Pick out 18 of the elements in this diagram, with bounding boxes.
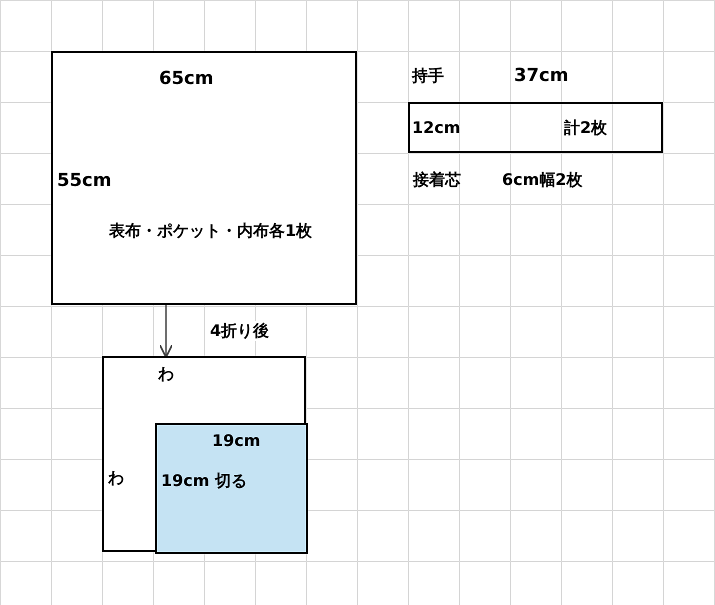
dimension-text: 55cm — [57, 171, 112, 191]
material-label: 接着芯 — [413, 170, 461, 190]
cut-note: 19cm 切る — [161, 471, 247, 491]
edge-label: 4折り後 — [208, 320, 272, 340]
cut-square — [155, 423, 308, 554]
quantity-note: 計2枚 — [564, 118, 608, 138]
dimension-text: 19cm — [212, 431, 260, 451]
piece-note: 表布・ポケット・内布各1枚 — [109, 221, 312, 241]
fabric-rectangle — [51, 51, 357, 305]
dimension-text: 6cm幅2枚 — [502, 170, 582, 190]
dimension-text: 12cm — [412, 118, 460, 138]
part-title: 持手 — [412, 66, 444, 86]
folded-fabric-rectangle — [102, 356, 306, 552]
fold-mark: わ — [158, 364, 174, 384]
dimension-text: 37cm — [514, 66, 568, 86]
dimension-text: 65cm — [159, 69, 214, 89]
arrow — [159, 305, 173, 358]
fold-mark: わ — [108, 468, 124, 488]
